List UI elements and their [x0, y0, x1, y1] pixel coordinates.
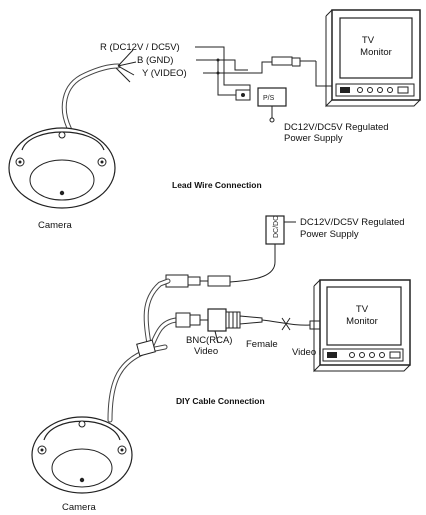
ps-box-label: P/S: [263, 95, 275, 102]
female-label: Female: [246, 339, 278, 350]
bottom-bnc-male: [175, 312, 208, 328]
label-y-wire: Y (VIDEO): [142, 68, 187, 79]
label-b-wire: B (GND): [137, 55, 173, 66]
dc-adapter-text: DC/DC: [273, 216, 280, 238]
top-tv-monitor: [325, 9, 421, 108]
lead-wires: [115, 49, 137, 83]
top-camera-label: Camera: [38, 220, 73, 231]
lead-wire-connection-title: Lead Wire Connection: [172, 180, 262, 190]
bottom-camera-cables: [107, 278, 179, 423]
top-ps-box: [257, 87, 287, 123]
top-monitor-line1: TV: [362, 35, 375, 46]
diy-cable-connection-title: DIY Cable Connection: [176, 396, 265, 406]
top-psu-line1: DC12V/DC5V Regulated: [284, 122, 389, 133]
video-in-label: Video in: [292, 347, 326, 358]
bnc-label-line2: Video: [194, 346, 218, 357]
bottom-camera: [31, 416, 133, 494]
bottom-power-connectors: [165, 274, 231, 288]
bottom-monitor-line2: Monitor: [346, 316, 378, 327]
top-wiring: [216, 46, 338, 101]
bottom-camera-label: Camera: [62, 502, 97, 513]
bottom-bnc-female: [207, 308, 330, 344]
label-r-wire: R (DC12V / DC5V): [100, 42, 180, 53]
bottom-dc-adapter: [229, 215, 296, 283]
bottom-monitor-line1: TV: [356, 304, 369, 315]
top-camera: [8, 63, 121, 209]
bottom-psu-line2: Power Supply: [300, 229, 359, 240]
top-monitor-line2: Monitor: [360, 47, 392, 58]
bottom-tv-monitor: [313, 279, 411, 373]
bottom-psu-line1: DC12V/DC5V Regulated: [300, 217, 405, 228]
bnc-label-line1: BNC(RCA): [186, 335, 232, 346]
top-psu-line2: Power Supply: [284, 133, 343, 144]
